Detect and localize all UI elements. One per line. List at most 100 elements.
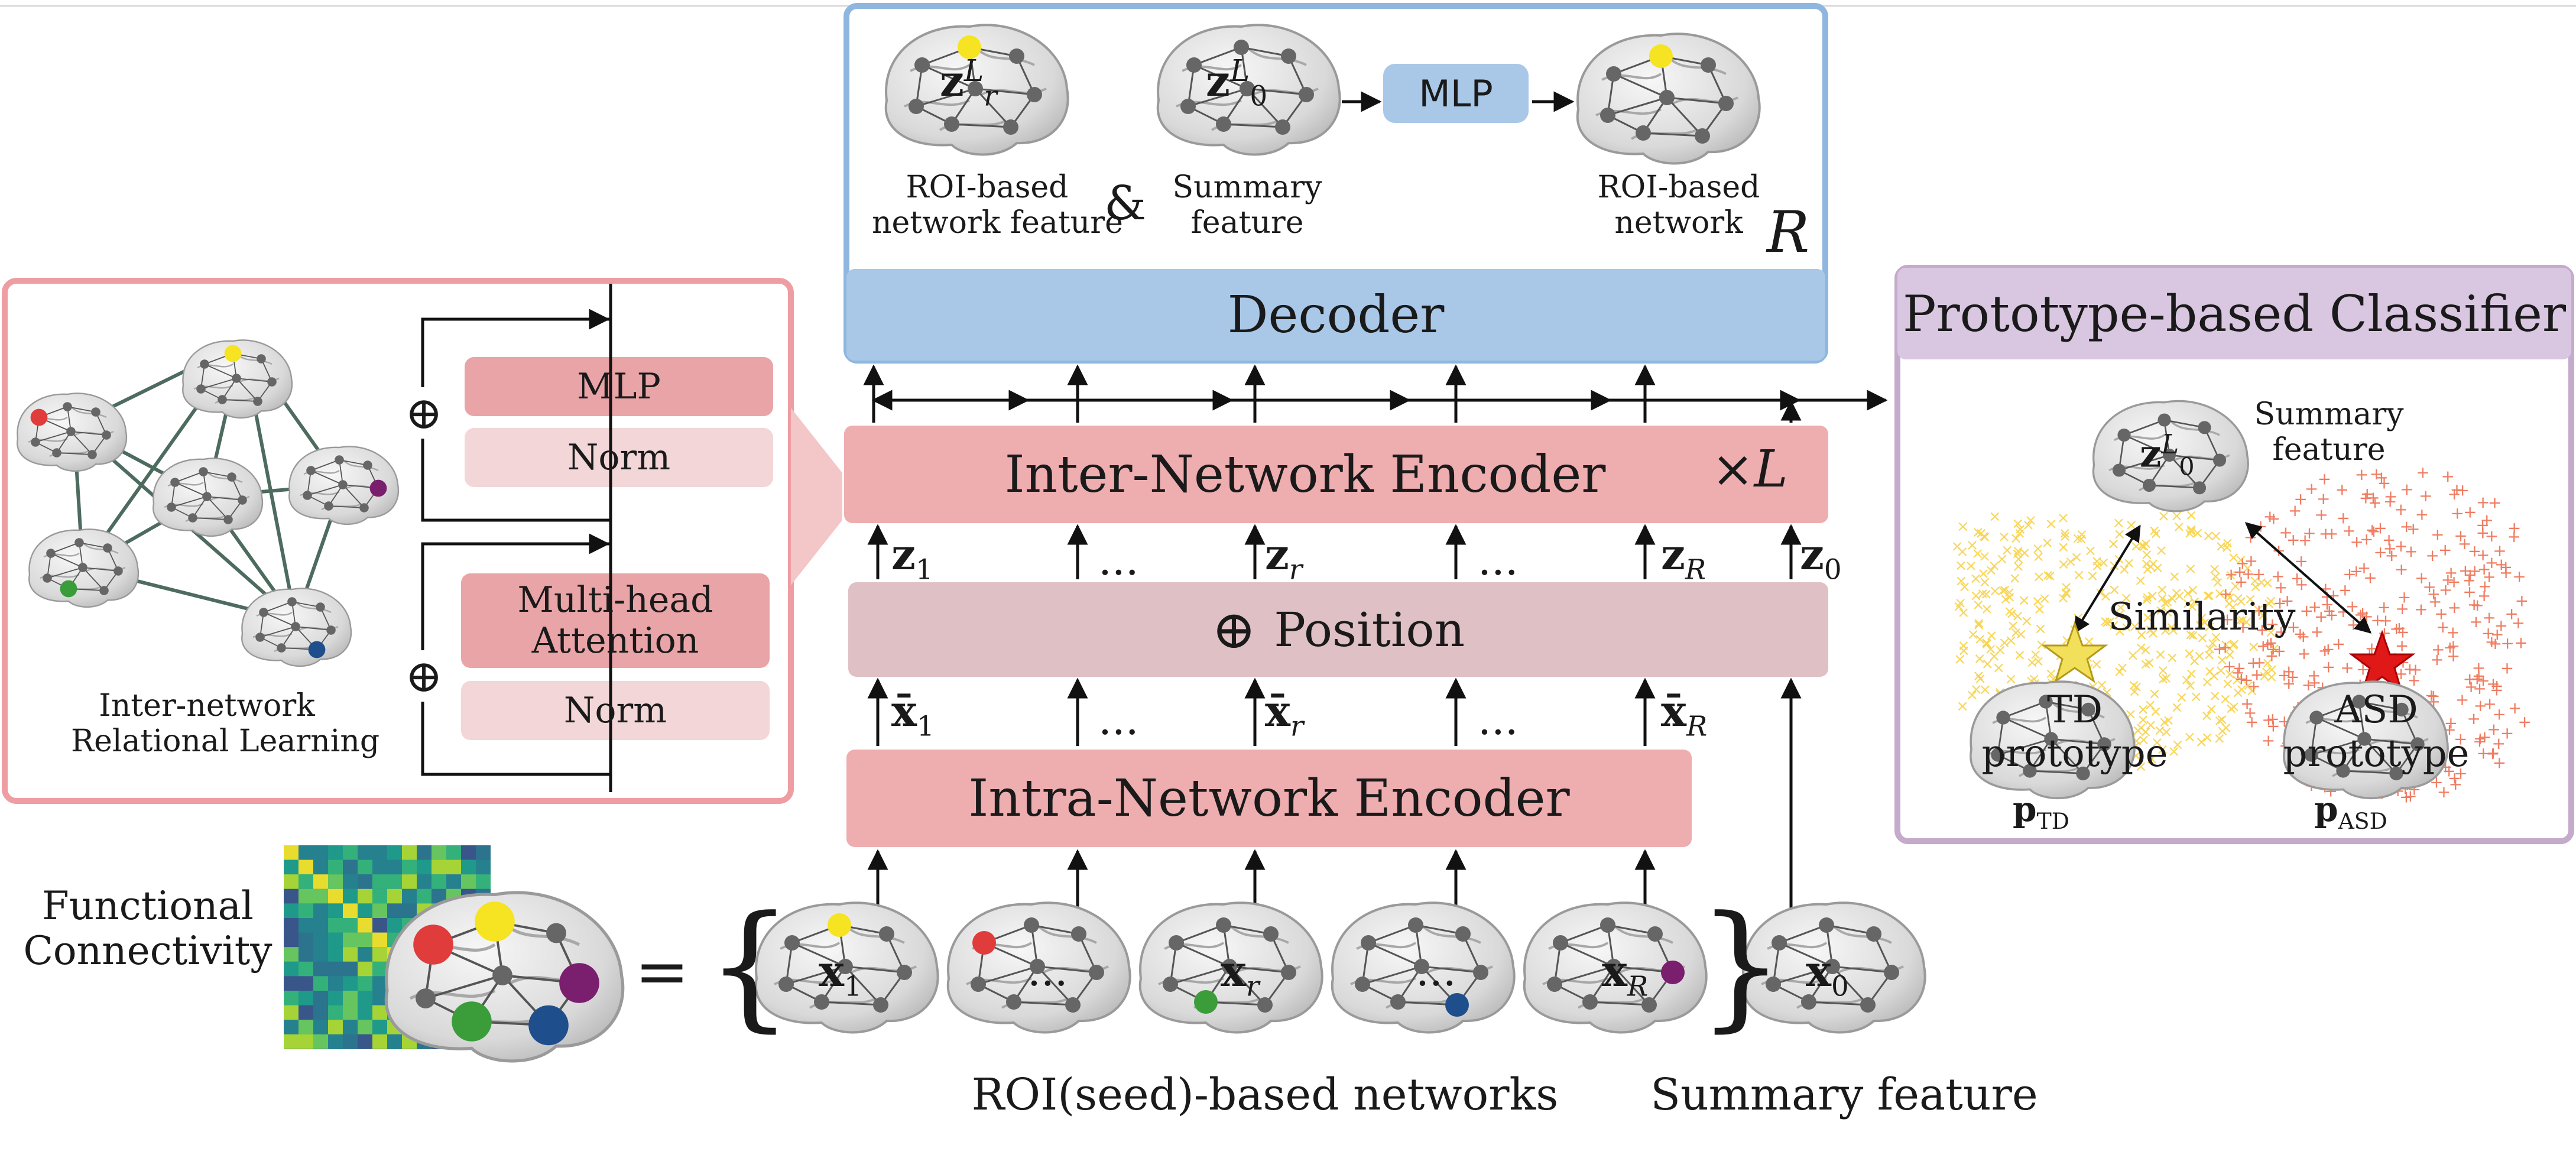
svg-text:×: × (2193, 647, 2206, 665)
svg-text:×: × (2222, 586, 2235, 604)
svg-text:×: × (2231, 590, 2244, 608)
svg-text:×: × (2170, 584, 2183, 602)
inter-encoder-label: Inter-Network Encoder (1004, 445, 1606, 504)
svg-text:+: + (2494, 616, 2508, 635)
svg-text:×: × (2171, 736, 2184, 754)
z0-symbol: zL0 (1206, 53, 1268, 113)
svg-text:+: + (2321, 640, 2335, 659)
svg-text:+: + (2425, 546, 2439, 565)
svg-text:×: × (2140, 535, 2153, 553)
svg-text:+: + (2308, 673, 2321, 692)
svg-text:×: × (1980, 634, 1993, 651)
svg-text:+: + (2422, 577, 2436, 596)
graph-brain-red (17, 393, 128, 472)
svg-text:+: + (2263, 507, 2277, 526)
svg-text:+: + (2355, 465, 2369, 484)
svg-text:×: × (2235, 681, 2248, 699)
svg-text:×: × (2156, 581, 2169, 599)
svg-text:+: + (2493, 541, 2506, 560)
svg-text:×: × (2137, 731, 2150, 749)
inter-encoder-box (844, 426, 1828, 523)
svg-text:×: × (2144, 696, 2157, 714)
ampersand: & (1104, 176, 1147, 231)
svg-text:+: + (2473, 679, 2486, 698)
svg-text:+: + (2298, 530, 2312, 550)
svg-text:+: + (2476, 492, 2490, 512)
svg-text:×: × (2146, 625, 2159, 643)
svg-text:+: + (2406, 519, 2420, 539)
svg-text:×: × (2162, 712, 2175, 729)
equals-sign: = (634, 933, 690, 1009)
svg-text:×: × (2186, 627, 2199, 644)
svg-text:×: × (2034, 620, 2047, 638)
svg-text:×: × (2185, 521, 2198, 539)
svg-text:+: + (2299, 601, 2313, 620)
svg-text:+: + (2288, 501, 2302, 520)
svg-text:+: + (2389, 619, 2403, 638)
svg-text:+: + (2444, 713, 2458, 733)
svg-text:+: + (2487, 719, 2500, 739)
svg-text:×: × (1997, 582, 2010, 600)
svg-text:+: + (2360, 484, 2374, 503)
svg-text:+: + (2463, 502, 2477, 521)
svg-text:+: + (2504, 604, 2518, 624)
svg-text:+: + (2431, 640, 2445, 659)
svg-text:+: + (2500, 659, 2514, 678)
svg-text:+: + (2447, 646, 2460, 666)
bus-arrow-group (863, 364, 1802, 423)
svg-text:+: + (2512, 613, 2525, 632)
svg-text:+: + (2262, 710, 2275, 729)
svg-text:+: + (2478, 576, 2491, 596)
svg-text:+: + (2467, 709, 2480, 728)
svg-text:×: × (2160, 670, 2173, 687)
svg-text:×: × (2203, 587, 2216, 605)
svg-text:×: × (2165, 618, 2178, 636)
svg-text:×: × (2001, 541, 2014, 559)
decoder-mlp-label: MLP (1419, 72, 1493, 115)
svg-text:×: × (2186, 581, 2199, 599)
svg-text:×: × (2205, 700, 2218, 718)
svg-text:+: + (2370, 611, 2384, 630)
svg-text:×: × (2156, 589, 2169, 607)
bottom-summary-label: Summary feature (1650, 1069, 2038, 1120)
svg-text:×: × (2147, 555, 2160, 573)
svg-text:×: × (2220, 719, 2233, 737)
svg-text:+: + (2392, 618, 2406, 638)
svg-text:+: + (2266, 639, 2280, 659)
svg-text:+: + (2395, 636, 2409, 656)
svg-text:×: × (2224, 567, 2237, 585)
svg-text:+: + (2517, 712, 2531, 731)
svg-text:×: × (2032, 540, 2045, 558)
svg-text:+: + (2256, 636, 2270, 656)
svg-text:×: × (1974, 630, 1987, 648)
svg-text:×: × (1954, 594, 1967, 612)
relational-norm-bottom-label: Norm (563, 690, 667, 731)
classifier-z0-symbol: zL0 (2140, 429, 2195, 481)
svg-text:×: × (1955, 557, 1968, 575)
svg-text:×: × (1992, 659, 2005, 677)
svg-text:+: + (2490, 680, 2503, 700)
svg-text:×: × (2214, 662, 2227, 680)
roi-networks-label: ROI(seed)-based networks (971, 1069, 1559, 1120)
svg-text:×: × (2184, 626, 2197, 644)
svg-text:×: × (2224, 665, 2237, 683)
svg-text:×: × (2004, 632, 2017, 650)
svg-text:×: × (2150, 734, 2163, 752)
svg-text:×: × (2261, 654, 2274, 672)
svg-text:×: × (2223, 595, 2236, 612)
svg-text:×: × (2139, 641, 2152, 659)
svg-text:×: × (2181, 585, 2194, 602)
svg-text:+: + (2359, 488, 2373, 508)
svg-text:×: × (2020, 612, 2033, 630)
svg-text:×: × (2198, 614, 2211, 632)
relational-norm-top-box (465, 428, 773, 487)
brain-x1 (754, 901, 939, 1034)
svg-text:+: + (2374, 468, 2388, 487)
svg-text:+: + (2397, 587, 2411, 606)
svg-text:+: + (2494, 554, 2508, 574)
svg-text:+: + (2477, 559, 2491, 579)
svg-text:×: × (2265, 668, 2278, 686)
svg-text:×: × (2196, 630, 2209, 647)
svg-text:+: + (2482, 608, 2496, 627)
svg-text:×: × (1957, 518, 1970, 536)
